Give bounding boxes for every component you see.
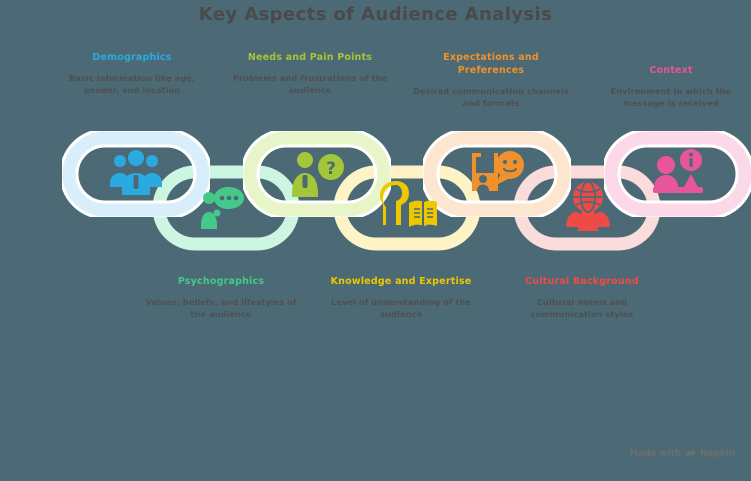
- label-block-needs-and-pain-points: Needs and Pain Points Problems and frust…: [230, 51, 390, 96]
- label-desc-needs-and-pain-points: Problems and frustrations of the audienc…: [232, 73, 388, 95]
- label-desc-cultural-background: Cultural norms and communication styles: [530, 297, 634, 319]
- label-block-knowledge-and-expertise: Knowledge and Expertise Level of underst…: [321, 275, 481, 320]
- icon-wrap-psychographics: [196, 179, 256, 233]
- label-block-context: Context Environment in which the message…: [591, 64, 751, 109]
- presentation-speech-bubble-icon: [472, 151, 524, 191]
- icon-wrap-knowledge-and-expertise: [377, 179, 441, 233]
- icon-wrap-needs-and-pain-points: ?: [287, 147, 347, 201]
- person-reading-book-icon: [380, 181, 437, 228]
- icon-wrap-context: [648, 147, 708, 201]
- footer-made-with-text: Made with: [629, 448, 682, 459]
- label-desc-context: Environment in which the message is rece…: [610, 86, 732, 108]
- icon-wrap-cultural-background: [558, 179, 618, 233]
- chain-link-expectations-and-preferences[interactable]: [423, 131, 571, 217]
- icon-wrap-expectations-and-preferences: [467, 147, 527, 201]
- label-block-expectations-and-preferences: Expectations and Preferences Desired com…: [411, 51, 571, 109]
- label-title-needs-and-pain-points: Needs and Pain Points: [247, 52, 373, 63]
- label-title-context: Context: [649, 65, 693, 76]
- label-desc-demographics: Basic information like age, gender, and …: [68, 73, 196, 95]
- label-desc-expectations-and-preferences: Desired communication channels and forma…: [413, 86, 569, 108]
- napkin-logo-icon: [686, 449, 696, 458]
- label-desc-psychographics: Values, beliefs, and lifestyles of the a…: [145, 297, 297, 319]
- chain-link-needs-and-pain-points[interactable]: [243, 131, 391, 217]
- chain-link-demographics[interactable]: [62, 131, 210, 217]
- label-block-cultural-background: Cultural Background Cultural norms and c…: [502, 275, 662, 320]
- footer-brand-name: Napkin: [700, 448, 735, 459]
- person-thought-bubble-icon: [201, 187, 244, 229]
- icon-wrap-demographics: [106, 147, 166, 201]
- svg-text:?: ?: [326, 159, 336, 179]
- label-title-expectations-and-preferences: Expectations and Preferences: [443, 52, 539, 76]
- label-desc-knowledge-and-expertise: Level of understanding of the audience: [330, 297, 472, 319]
- group-of-people-icon: [110, 150, 162, 195]
- label-title-demographics: Demographics: [92, 52, 172, 63]
- label-title-cultural-background: Cultural Background: [525, 276, 639, 287]
- people-info-badge-icon: [653, 149, 703, 193]
- label-title-knowledge-and-expertise: Knowledge and Expertise: [330, 276, 472, 287]
- chain-diagram: ?: [0, 131, 751, 251]
- footer-attribution: Made with Napkin: [630, 448, 735, 459]
- label-title-psychographics: Psychographics: [177, 276, 265, 287]
- globe-people-icon: [566, 181, 610, 231]
- label-block-psychographics: Psychographics Values, beliefs, and life…: [141, 275, 301, 320]
- page-title: Key Aspects of Audience Analysis: [198, 4, 553, 25]
- label-block-demographics: Demographics Basic information like age,…: [52, 51, 212, 96]
- chain-link-context[interactable]: [604, 131, 751, 217]
- person-question-mark-icon: ?: [292, 152, 344, 197]
